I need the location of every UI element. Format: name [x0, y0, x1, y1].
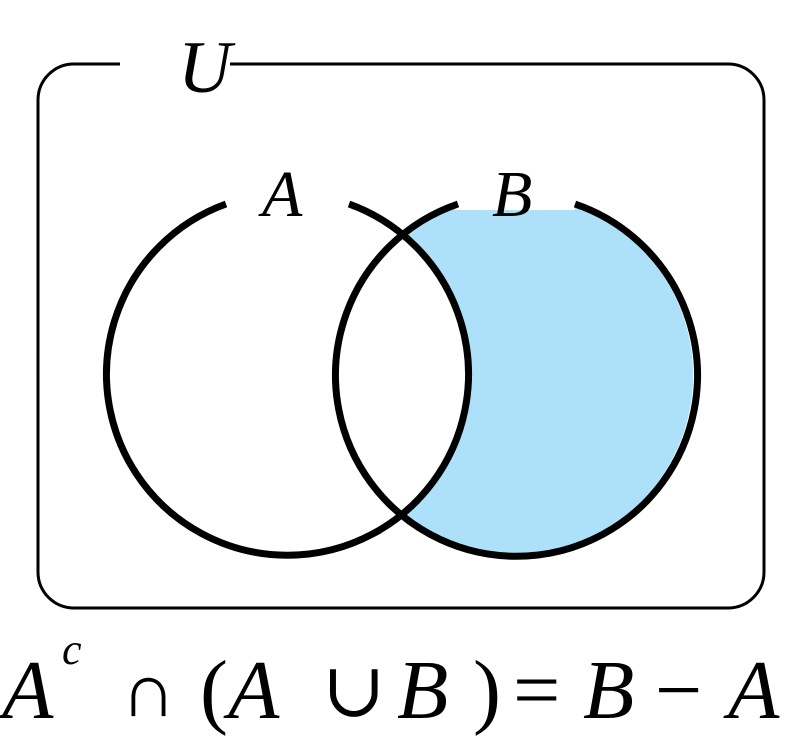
b-minus-a-shaded-region	[402, 195, 694, 555]
universe-rectangle	[36, 62, 766, 610]
formula-a: A	[223, 644, 280, 737]
formula-union-symbol: ∪	[322, 649, 386, 733]
formula-complement-superscript: c	[62, 625, 82, 674]
formula-a-complement-base: A	[0, 644, 54, 737]
formula-minus: −	[655, 644, 702, 737]
formula-equals: =	[513, 644, 560, 737]
formula-close-paren: )	[473, 644, 501, 737]
set-b-label: B	[492, 158, 532, 231]
universe-label: U	[178, 27, 236, 109]
set-b-label-gap-fill	[455, 183, 575, 210]
formula-b-result: B	[583, 644, 634, 737]
formula-open-paren: (	[200, 644, 228, 737]
formula-intersection-symbol: ∩	[121, 649, 176, 733]
venn-diagram: U A B	[36, 27, 766, 610]
formula-b: B	[397, 644, 448, 737]
set-a-label: A	[258, 158, 303, 231]
universe-label-gap	[120, 50, 230, 80]
set-a-circle	[103, 200, 472, 559]
set-identity-formula: A c ∩ ( A ∪ B ) = B − A	[0, 625, 780, 737]
formula-a-result: A	[723, 644, 780, 737]
set-b-circle	[332, 200, 701, 560]
